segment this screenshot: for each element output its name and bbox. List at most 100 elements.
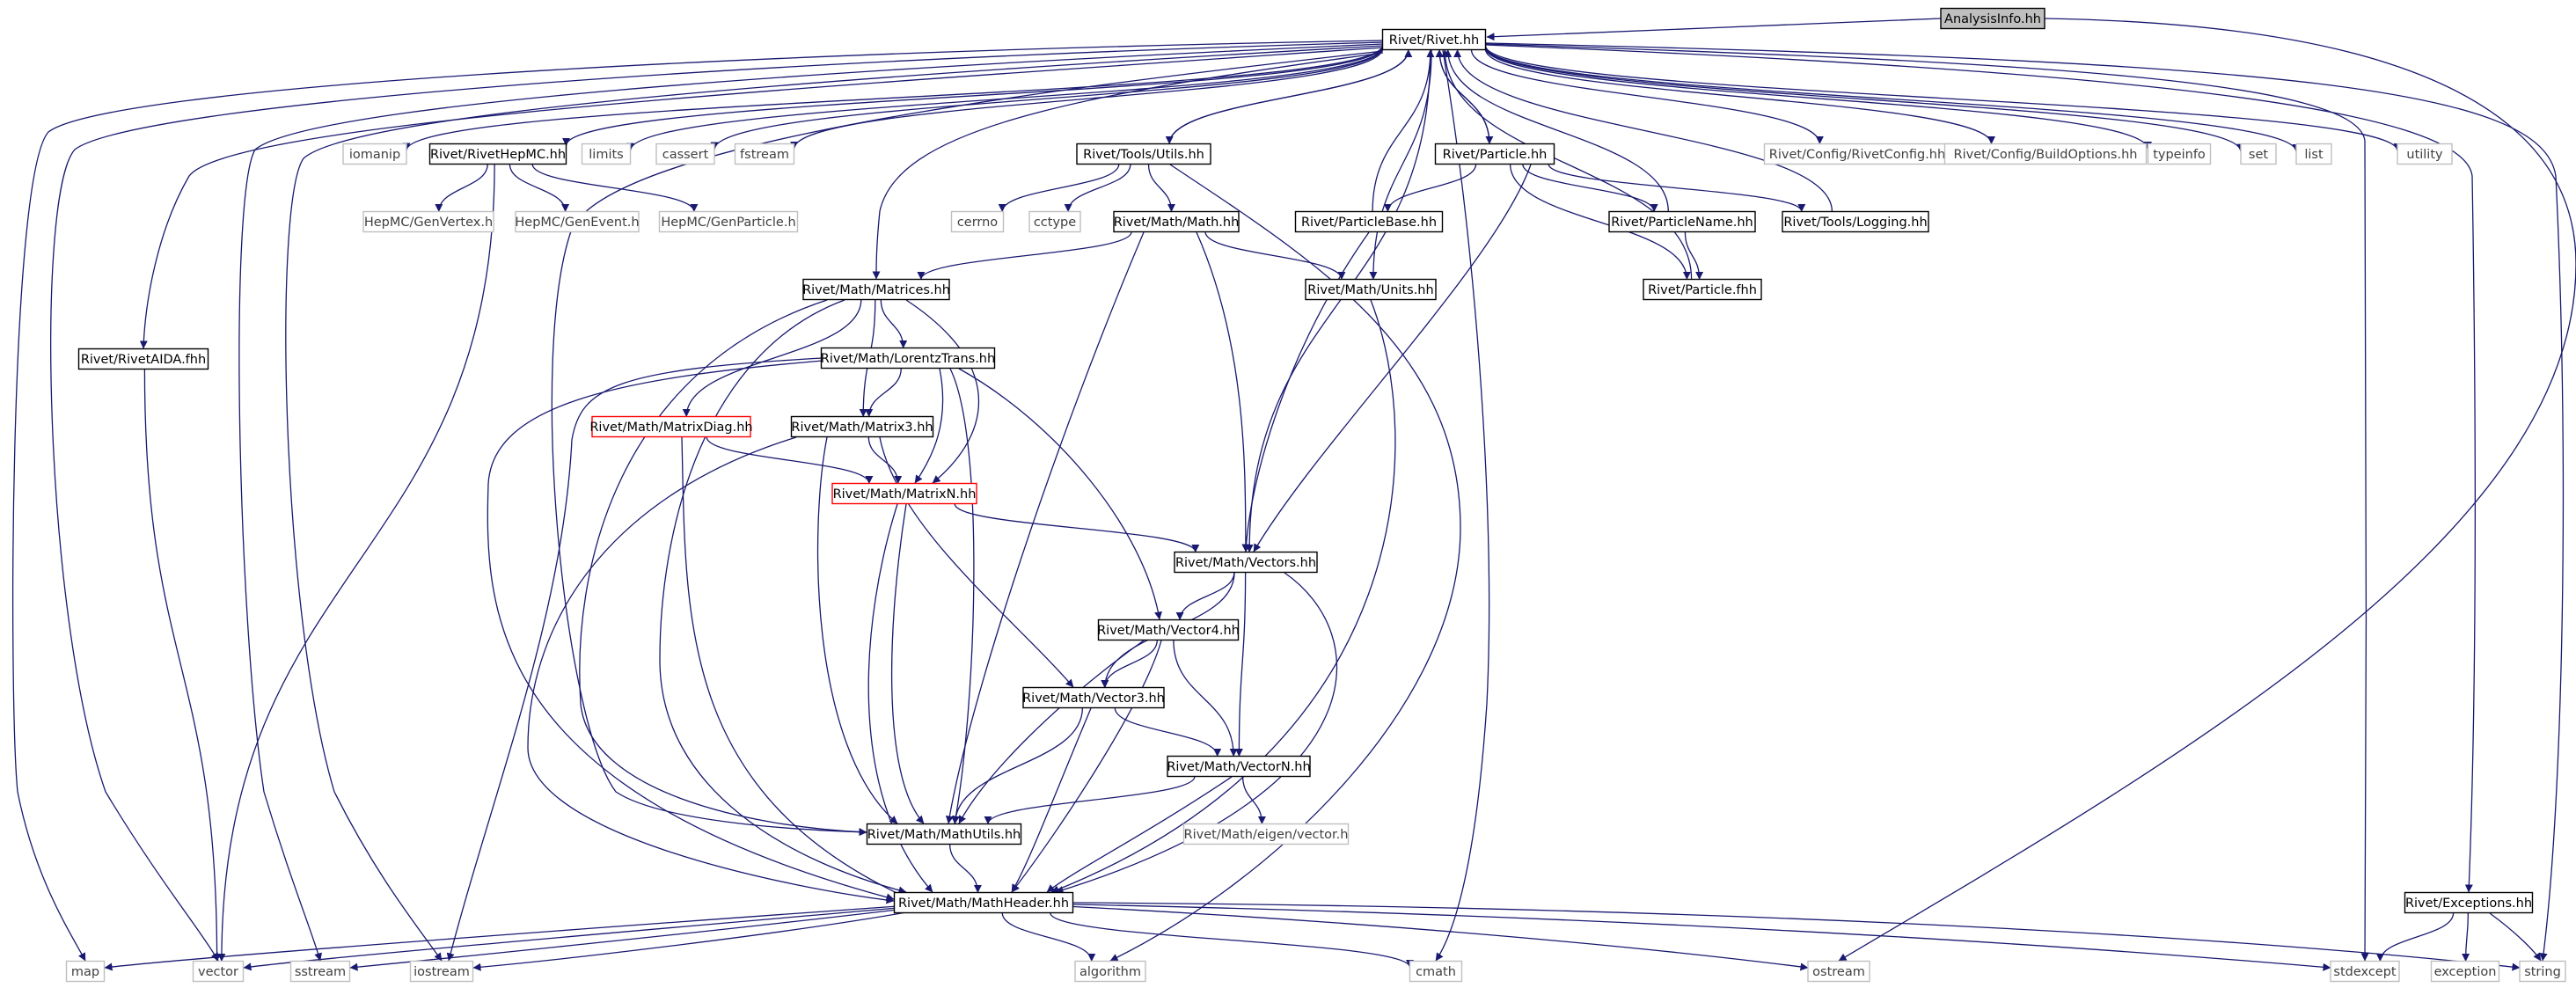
edge-units-to-mathheader bbox=[1050, 299, 1396, 894]
node-utility: utility bbox=[2397, 143, 2453, 165]
node-box bbox=[1643, 278, 1762, 301]
node-vectorn[interactable]: Rivet/Math/VectorN.hh bbox=[1167, 755, 1311, 778]
node-box bbox=[790, 415, 934, 438]
edge-lorentz-to-matrixn bbox=[914, 368, 944, 484]
node-label: AnalysisInfo.hh bbox=[1944, 12, 2041, 26]
node-label: Rivet/Config/RivetConfig.hh bbox=[1769, 148, 1945, 162]
node-label: limits bbox=[589, 148, 623, 162]
node-label: Rivet/Particle.hh bbox=[1443, 148, 1548, 162]
edge-lorentz-to-mathutils bbox=[949, 368, 975, 824]
node-label: algorithm bbox=[1079, 965, 1141, 979]
node-exceptions[interactable]: Rivet/Exceptions.hh bbox=[2404, 891, 2534, 914]
node-label: HepMC/GenParticle.h bbox=[661, 216, 795, 230]
edge-rivet-to-mathutils bbox=[551, 50, 1384, 837]
node-cerrno: cerrno bbox=[950, 210, 1005, 233]
edge-mathheader-to-map bbox=[104, 905, 898, 971]
edge-lorentz-to-vector4 bbox=[958, 368, 1162, 620]
node-label: cmath bbox=[1416, 965, 1456, 979]
edge-exceptions-to-string bbox=[2489, 912, 2542, 962]
node-box bbox=[1174, 551, 1318, 574]
edge-vector4-to-vector3 bbox=[1101, 640, 1158, 688]
node-logging[interactable]: Rivet/Tools/Logging.hh bbox=[1782, 210, 1929, 233]
node-rivethepmc[interactable]: Rivet/RivetHepMC.hh bbox=[428, 143, 567, 165]
node-box bbox=[409, 960, 474, 983]
node-box bbox=[1943, 143, 2148, 165]
node-label: stdexcept bbox=[2333, 965, 2397, 979]
node-label: Rivet/RivetHepMC.hh bbox=[430, 148, 566, 162]
node-toolsutils[interactable]: Rivet/Tools/Utils.hh bbox=[1076, 143, 1211, 165]
node-cctype: cctype bbox=[1028, 210, 1081, 233]
node-matrix3[interactable]: Rivet/Math/Matrix3.hh bbox=[790, 415, 934, 438]
edge-matrix3-to-matrixn bbox=[867, 436, 903, 484]
node-particlefhh[interactable]: Rivet/Particle.fhh bbox=[1643, 278, 1762, 301]
node-mathmath[interactable]: Rivet/Math/Math.hh bbox=[1113, 210, 1240, 233]
edge-rivet-to-list bbox=[1484, 46, 2301, 152]
node-box bbox=[65, 960, 106, 983]
node-label: utility bbox=[2406, 148, 2443, 162]
edge-vector4-to-mathheader bbox=[1011, 640, 1162, 893]
edge-rivet-to-cmath bbox=[1435, 49, 1490, 962]
node-label: Rivet/Particle.fhh bbox=[1648, 283, 1757, 297]
edge-vector4-to-vectorn bbox=[1173, 640, 1238, 757]
node-box bbox=[1409, 960, 1463, 983]
node-label: HepMC/GenVertex.h bbox=[364, 216, 493, 230]
node-label: Rivet/Math/Matrix3.hh bbox=[791, 421, 933, 435]
node-vectors[interactable]: Rivet/Math/Vectors.hh bbox=[1174, 551, 1318, 574]
edge-matrixdiag-to-matrixn bbox=[706, 436, 874, 484]
edge-matrices-to-mathheader bbox=[659, 299, 907, 895]
edge-mathmath-to-matrices bbox=[917, 231, 1132, 280]
edge-rivetaida-to-vector bbox=[143, 369, 222, 962]
node-box bbox=[1022, 686, 1165, 709]
node-label: Rivet/Math/MatrixDiag.hh bbox=[589, 421, 752, 435]
node-lorentz[interactable]: Rivet/Math/LorentzTrans.hh bbox=[820, 347, 996, 370]
edge-mathutils-to-mathheader bbox=[948, 844, 982, 893]
node-box bbox=[831, 482, 977, 505]
node-vector3[interactable]: Rivet/Math/Vector3.hh bbox=[1022, 686, 1165, 709]
edge-rivet-to-rivetaida bbox=[139, 47, 1384, 349]
node-rivet[interactable]: Rivet/Rivet.hh bbox=[1381, 28, 1487, 51]
node-mathutils[interactable]: Rivet/Math/MathUtils.hh bbox=[866, 823, 1022, 845]
node-label: Rivet/ParticleBase.hh bbox=[1301, 216, 1437, 230]
node-box bbox=[820, 347, 996, 370]
node-particle[interactable]: Rivet/Particle.hh bbox=[1434, 143, 1555, 165]
node-typeinfo: typeinfo bbox=[2147, 143, 2212, 165]
node-matrices[interactable]: Rivet/Math/Matrices.hh bbox=[802, 278, 950, 301]
node-box bbox=[1028, 210, 1081, 233]
node-label: fstream bbox=[740, 148, 789, 162]
edge-particlename-to-particlefhh bbox=[1684, 231, 1704, 280]
node-units[interactable]: Rivet/Math/Units.hh bbox=[1305, 278, 1437, 301]
node-particlename[interactable]: Rivet/ParticleName.hh bbox=[1608, 210, 1756, 233]
edge-matrixn-to-mathheader bbox=[867, 503, 933, 893]
node-rivetaida[interactable]: Rivet/RivetAIDA.fhh bbox=[77, 348, 209, 370]
edge-mathheader-to-ostream bbox=[1064, 905, 1809, 971]
node-box bbox=[658, 210, 799, 233]
node-box bbox=[342, 143, 407, 165]
edge-analysisinfo-to-ostream bbox=[1838, 18, 2576, 962]
node-mathheader[interactable]: Rivet/Math/MathHeader.hh bbox=[893, 891, 1074, 914]
node-label: map bbox=[71, 965, 99, 979]
node-label: exception bbox=[2434, 965, 2497, 979]
node-box bbox=[1940, 7, 2045, 30]
edge-vectorn-to-mathutils bbox=[984, 776, 1196, 824]
node-label: string bbox=[2524, 965, 2561, 979]
node-buildoptions: Rivet/Config/BuildOptions.hh bbox=[1943, 143, 2148, 165]
node-genvertex: HepMC/GenVertex.h bbox=[362, 210, 494, 233]
node-label: Rivet/Tools/Logging.hh bbox=[1783, 216, 1927, 230]
node-box bbox=[2330, 960, 2400, 983]
node-vector: vector bbox=[192, 960, 245, 983]
node-vector4[interactable]: Rivet/Math/Vector4.hh bbox=[1097, 618, 1240, 641]
edge-mathmath-to-units bbox=[1204, 231, 1346, 280]
edges-layer bbox=[11, 18, 2576, 971]
node-box bbox=[289, 960, 351, 983]
node-analysisinfo[interactable]: AnalysisInfo.hh bbox=[1940, 7, 2045, 30]
node-box bbox=[1294, 210, 1444, 233]
node-box bbox=[428, 143, 567, 165]
node-box bbox=[1182, 823, 1350, 845]
edge-matrixn-to-vectors bbox=[954, 503, 1200, 553]
node-box bbox=[1305, 278, 1437, 301]
node-label: iostream bbox=[413, 965, 470, 979]
node-matrixn[interactable]: Rivet/Math/MatrixN.hh bbox=[831, 482, 977, 505]
node-particlebase[interactable]: Rivet/ParticleBase.hh bbox=[1294, 210, 1444, 233]
node-matrixdiag[interactable]: Rivet/Math/MatrixDiag.hh bbox=[589, 415, 753, 438]
